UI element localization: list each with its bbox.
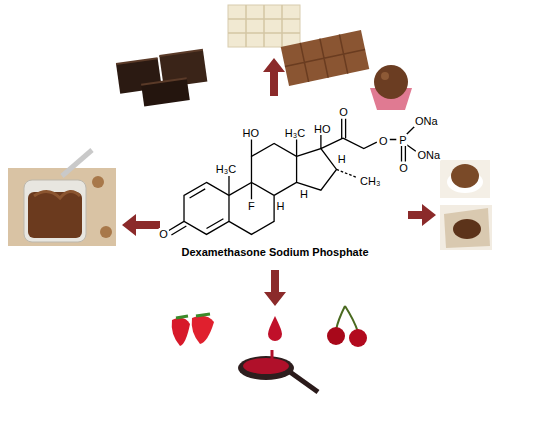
atom-label: HO	[241, 127, 260, 139]
syrup	[243, 358, 289, 374]
atom-label: HO	[313, 123, 332, 135]
syrup-stream	[271, 350, 274, 360]
chocolate-grid	[281, 30, 370, 86]
chocolate-spread	[28, 192, 82, 238]
atom-label: H₃C	[284, 127, 306, 139]
ring-bonds	[184, 143, 336, 234]
compound-name: Dexamethasone Sodium Phosphate	[181, 246, 368, 259]
strawberry-leaf	[176, 314, 210, 318]
cherries	[327, 306, 367, 347]
cherry	[349, 329, 367, 347]
milk-chocolate	[281, 30, 370, 86]
block-arrow	[263, 58, 285, 96]
atom-label: P	[398, 134, 407, 146]
white-chocolate	[228, 5, 300, 47]
hashed-bond	[337, 169, 357, 177]
syrup-drop	[268, 316, 282, 341]
chocolate-edge	[116, 50, 207, 88]
syrup-spoon	[238, 350, 318, 392]
spoon	[62, 150, 92, 176]
candy-photo	[440, 160, 492, 250]
strawberry	[192, 316, 214, 344]
spread-swirl	[34, 191, 80, 198]
spread-jar-photo	[8, 150, 116, 246]
atom-label: O	[158, 228, 169, 240]
strawberry	[172, 318, 190, 346]
atom-label: F	[247, 200, 256, 212]
atom-label: O	[398, 162, 409, 174]
candy	[453, 219, 481, 239]
truffle	[370, 65, 412, 110]
dark-chocolate	[141, 78, 190, 106]
truffle-ball	[374, 65, 408, 99]
strawberries	[172, 314, 214, 346]
block-arrow	[264, 270, 286, 306]
chocolate-grid	[228, 5, 300, 47]
candy-wrapper	[444, 208, 490, 248]
photo-background	[8, 168, 116, 246]
atom-label: ONa	[414, 115, 439, 127]
atom-label: O	[338, 106, 349, 118]
white-chocolate	[228, 5, 300, 47]
hazelnut	[92, 176, 104, 188]
atom-label: H	[276, 200, 286, 212]
spoon-bowl	[238, 356, 294, 380]
cherry	[327, 327, 345, 345]
photo-background	[440, 160, 490, 198]
photo-background	[440, 205, 492, 250]
hazelnut	[100, 226, 112, 238]
atom-label: ONa	[416, 149, 441, 161]
atom-label: H	[337, 153, 347, 165]
block-arrow	[408, 204, 436, 226]
atom-label: H	[299, 188, 309, 200]
atom-label: O	[378, 135, 389, 147]
atom-label: H₃C	[215, 163, 237, 175]
atom-label: CH₃	[359, 175, 381, 187]
dark-chocolate	[116, 50, 210, 110]
truffle-shine	[381, 72, 389, 80]
milk-chocolate	[281, 30, 370, 86]
glass-jar	[24, 180, 86, 242]
spoon-handle	[290, 372, 318, 392]
structural-formula	[169, 119, 416, 235]
candy	[451, 164, 479, 188]
block-arrow	[122, 214, 160, 236]
substituent-bonds	[169, 119, 416, 235]
double-bonds	[190, 189, 224, 229]
